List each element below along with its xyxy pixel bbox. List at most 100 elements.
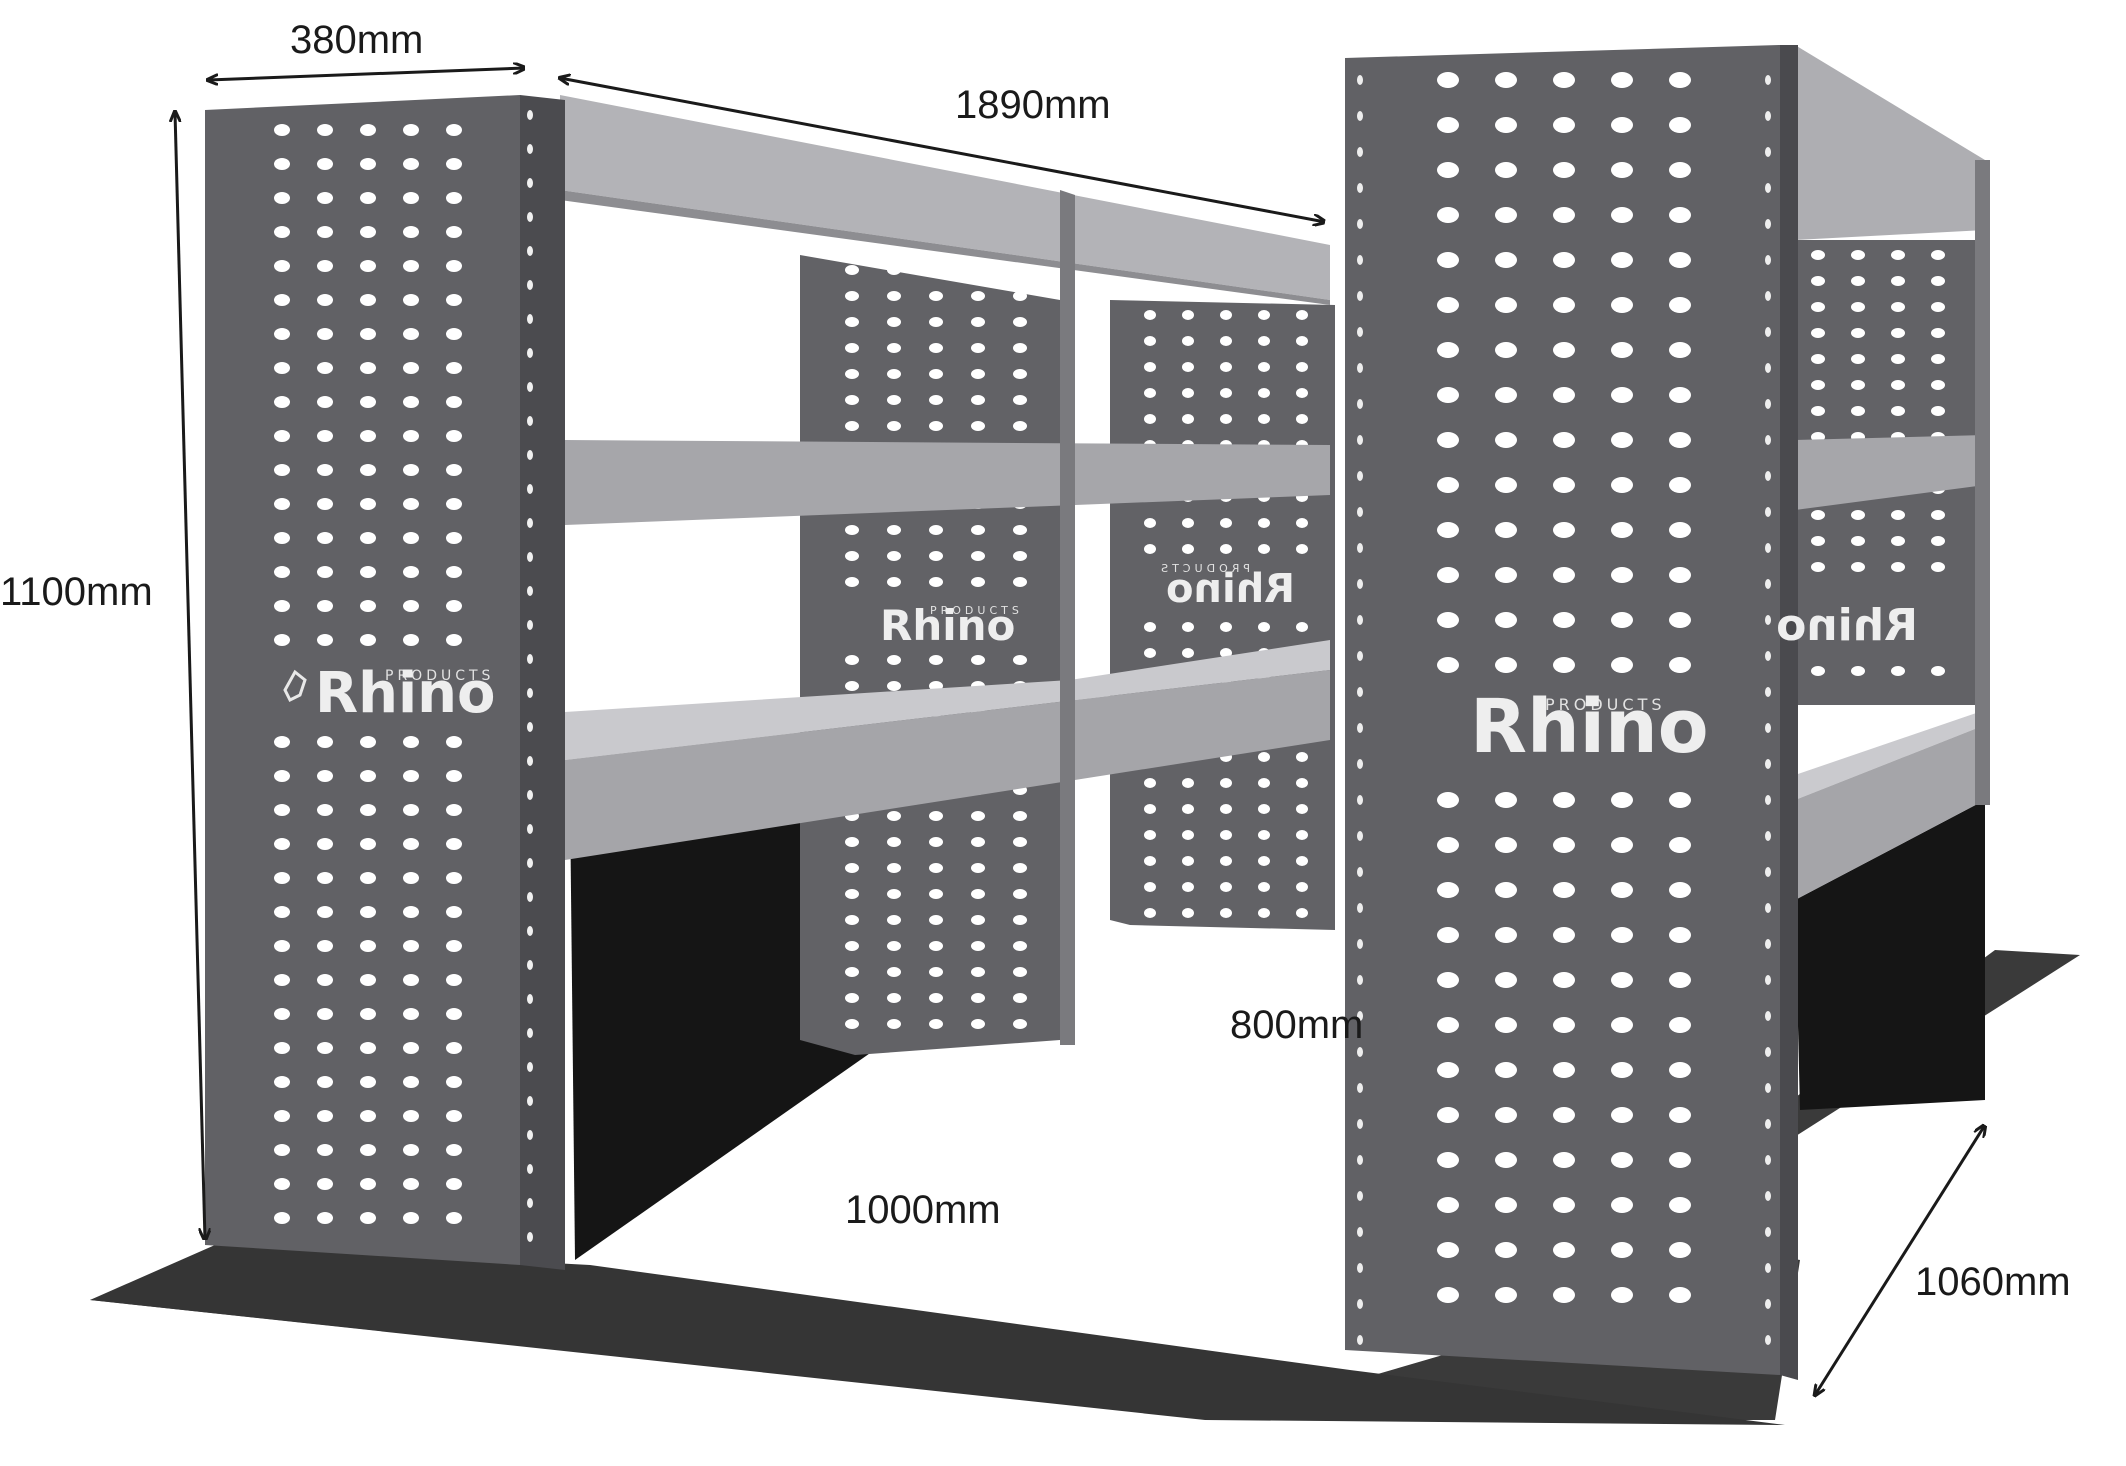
peg-hole: [887, 993, 901, 1003]
peg-hole: [1357, 1155, 1363, 1165]
peg-hole: [1220, 856, 1232, 866]
peg-hole: [360, 328, 376, 340]
peg-hole: [1765, 759, 1771, 769]
peg-hole: [1611, 1152, 1633, 1168]
peg-hole: [1553, 1017, 1575, 1033]
peg-hole: [360, 770, 376, 782]
peg-hole: [403, 294, 419, 306]
peg-hole: [1669, 792, 1691, 808]
peg-hole: [360, 124, 376, 136]
peg-hole: [1891, 276, 1905, 286]
peg-hole: [1296, 752, 1308, 762]
peg-hole: [446, 226, 462, 238]
peg-hole: [1669, 117, 1691, 133]
peg-hole: [360, 362, 376, 374]
peg-hole: [1765, 651, 1771, 661]
peg-hole: [1437, 567, 1459, 583]
peg-hole: [1611, 1287, 1633, 1303]
peg-hole: [1220, 804, 1232, 814]
peg-hole: [1357, 651, 1363, 661]
peg-hole: [317, 124, 333, 136]
peg-hole: [1931, 562, 1945, 572]
peg-hole: [1765, 1263, 1771, 1273]
peg-hole: [845, 655, 859, 665]
peg-hole: [971, 395, 985, 405]
peg-hole: [446, 192, 462, 204]
svg-text:PRODUCTS: PRODUCTS: [1157, 562, 1250, 575]
peg-hole: [1220, 518, 1232, 528]
peg-hole: [845, 681, 859, 691]
left-mid-upright: [1060, 190, 1075, 1045]
peg-hole: [1220, 830, 1232, 840]
peg-hole: [527, 654, 533, 664]
peg-hole: [1296, 362, 1308, 372]
peg-hole: [274, 804, 290, 816]
peg-hole: [317, 464, 333, 476]
peg-hole: [1765, 1011, 1771, 1021]
peg-hole: [845, 863, 859, 873]
peg-hole: [1669, 612, 1691, 628]
peg-hole: [527, 994, 533, 1004]
peg-hole: [317, 974, 333, 986]
peg-hole: [403, 1008, 419, 1020]
peg-hole: [1357, 1263, 1363, 1273]
right-shelf-bottom-lip: [1795, 725, 1985, 900]
peg-hole: [1258, 752, 1270, 762]
peg-hole: [1765, 939, 1771, 949]
peg-hole: [1765, 903, 1771, 913]
peg-hole: [971, 915, 985, 925]
peg-hole: [1357, 1335, 1363, 1345]
peg-hole: [1495, 342, 1517, 358]
peg-hole: [317, 1212, 333, 1224]
peg-hole: [1357, 1047, 1363, 1057]
peg-hole: [446, 1008, 462, 1020]
peg-hole: [971, 967, 985, 977]
peg-hole: [1891, 250, 1905, 260]
peg-hole: [274, 498, 290, 510]
dim-arrow-gap-rear: [1100, 950, 1330, 1035]
peg-hole: [403, 1042, 419, 1054]
peg-hole: [446, 872, 462, 884]
dim-arrow-gap-floor: [600, 1065, 1030, 1260]
peg-hole: [527, 382, 533, 392]
peg-hole: [1220, 622, 1232, 632]
peg-hole: [403, 260, 419, 272]
peg-hole: [317, 362, 333, 374]
peg-hole: [317, 770, 333, 782]
peg-hole: [1495, 567, 1517, 583]
peg-hole: [527, 756, 533, 766]
peg-hole: [1811, 666, 1825, 676]
peg-hole: [971, 317, 985, 327]
rear-rhino-logo-a: PRODUCTS Rhino: [880, 601, 1019, 650]
peg-hole: [527, 246, 533, 256]
peg-hole: [1357, 183, 1363, 193]
peg-hole: [1437, 522, 1459, 538]
peg-hole: [1611, 117, 1633, 133]
peg-hole: [317, 396, 333, 408]
peg-hole: [887, 655, 901, 665]
peg-hole: [1437, 1287, 1459, 1303]
peg-hole: [1669, 207, 1691, 223]
label-depth-right: 1060mm: [1915, 1260, 2071, 1304]
peg-hole: [1891, 666, 1905, 676]
peg-hole: [317, 532, 333, 544]
peg-hole: [527, 586, 533, 596]
peg-hole: [845, 1019, 859, 1029]
peg-hole: [1931, 510, 1945, 520]
peg-hole: [1182, 518, 1194, 528]
peg-hole: [929, 317, 943, 327]
peg-hole: [1144, 804, 1156, 814]
peg-hole: [845, 915, 859, 925]
peg-hole: [1553, 1197, 1575, 1213]
peg-hole: [446, 838, 462, 850]
peg-hole: [845, 265, 859, 275]
left-rhino-icon: [283, 669, 307, 703]
peg-hole: [1851, 302, 1865, 312]
peg-hole: [1611, 837, 1633, 853]
peg-hole: [1013, 291, 1027, 301]
peg-hole: [1437, 1107, 1459, 1123]
peg-hole: [446, 770, 462, 782]
peg-hole: [403, 1212, 419, 1224]
peg-hole: [1765, 1299, 1771, 1309]
peg-hole: [1357, 1083, 1363, 1093]
